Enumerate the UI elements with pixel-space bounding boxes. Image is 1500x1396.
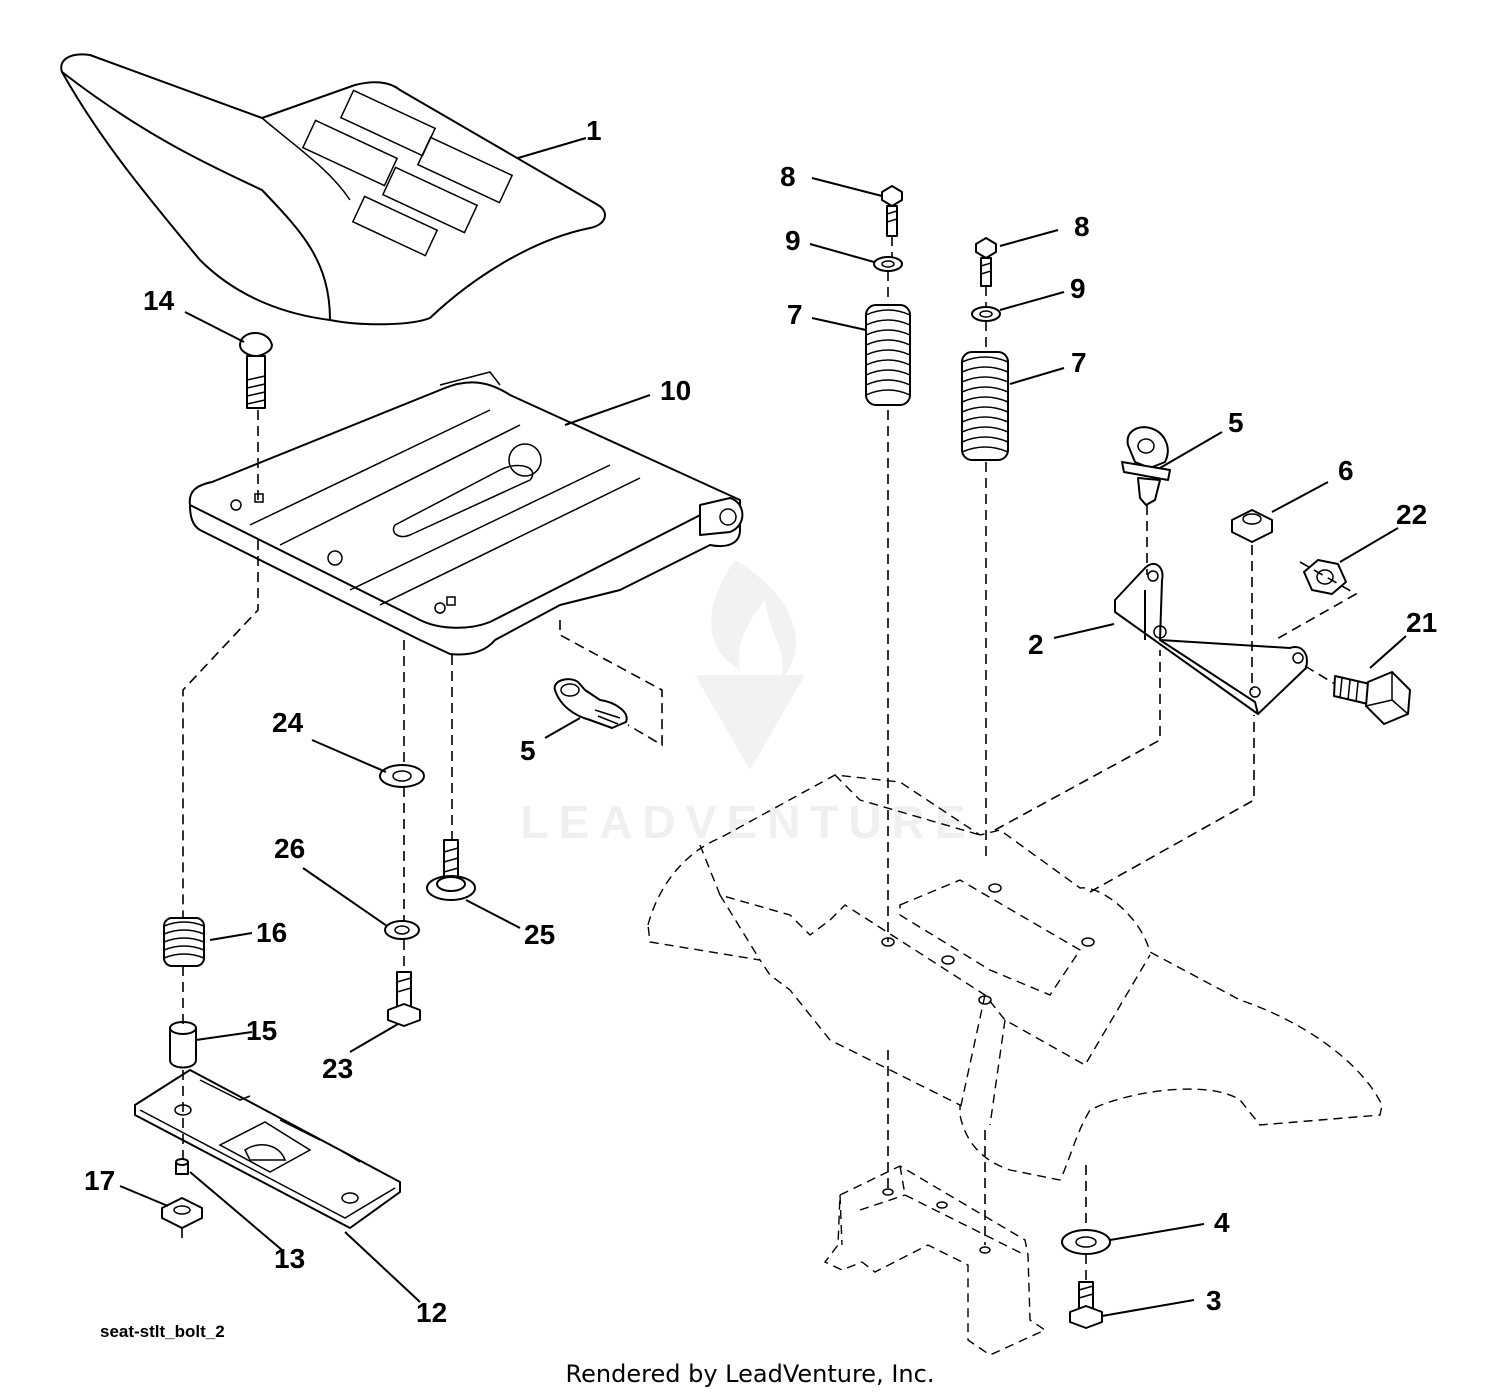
callout-26: 26 bbox=[274, 833, 305, 864]
bracket-part-2 bbox=[1114, 562, 1308, 715]
spring-part-16 bbox=[163, 917, 205, 967]
callout-24: 24 bbox=[272, 707, 304, 738]
watermark-logo: LEADVENTURE bbox=[520, 560, 975, 848]
callout-15: 15 bbox=[246, 1015, 277, 1046]
nut-part-22 bbox=[1303, 559, 1347, 595]
washer-part-9-right bbox=[971, 306, 1001, 322]
callout-2: 2 bbox=[1028, 629, 1044, 660]
nut-part-6 bbox=[1231, 509, 1273, 543]
bracket-plate-part-12 bbox=[134, 1069, 401, 1229]
bolt-part-23 bbox=[387, 971, 421, 1027]
callout-8-left: 8 bbox=[780, 161, 796, 192]
bolt-part-8-right bbox=[975, 237, 997, 287]
flange-nut-part-17 bbox=[161, 1197, 203, 1229]
bolt-part-8-left bbox=[881, 185, 903, 237]
callout-14: 14 bbox=[143, 285, 175, 316]
callout-9-right: 9 bbox=[1070, 273, 1086, 304]
stud-part-13 bbox=[175, 1158, 189, 1175]
screw-part-25 bbox=[426, 839, 476, 901]
callout-23: 23 bbox=[322, 1053, 353, 1084]
bolt-part-3 bbox=[1069, 1281, 1103, 1329]
callout-7-right: 7 bbox=[1071, 347, 1087, 378]
callout-21: 21 bbox=[1406, 607, 1437, 638]
seat-pan-part-10 bbox=[188, 371, 744, 656]
lock-washer-part-26 bbox=[384, 920, 420, 940]
clip-part-5-left bbox=[553, 678, 628, 729]
carriage-bolt-part-14 bbox=[239, 332, 273, 409]
washer-part-9-left bbox=[873, 256, 903, 272]
callout-3: 3 bbox=[1206, 1285, 1222, 1316]
callout-5-left: 5 bbox=[520, 735, 536, 766]
diagram-code: seat-stlt_bolt_2 bbox=[100, 1322, 225, 1341]
callout-labels: 1 14 10 24 26 25 16 15 23 17 13 12 5 8 9… bbox=[84, 115, 1437, 1328]
washer-part-4 bbox=[1061, 1229, 1111, 1255]
callout-10: 10 bbox=[660, 375, 691, 406]
callout-6: 6 bbox=[1338, 455, 1354, 486]
callout-13: 13 bbox=[274, 1243, 305, 1274]
spring-part-7-left bbox=[865, 304, 911, 406]
callout-9-left: 9 bbox=[785, 225, 801, 256]
footer-credit: Rendered by LeadVenture, Inc. bbox=[565, 1360, 935, 1388]
callout-22: 22 bbox=[1396, 499, 1427, 530]
watermark-text: LEADVENTURE bbox=[520, 796, 975, 848]
callout-1: 1 bbox=[586, 115, 602, 146]
callout-16: 16 bbox=[256, 917, 287, 948]
leader-lines bbox=[119, 137, 1407, 1317]
shoulder-bolt-part-21 bbox=[1333, 671, 1411, 725]
spring-part-7-right bbox=[961, 351, 1009, 461]
seat-part-1 bbox=[60, 53, 606, 326]
callout-4: 4 bbox=[1214, 1207, 1230, 1238]
callout-12: 12 bbox=[416, 1297, 447, 1328]
flat-washer-part-24 bbox=[379, 764, 425, 788]
callout-7-left: 7 bbox=[787, 299, 803, 330]
callout-17: 17 bbox=[84, 1165, 115, 1196]
spacer-part-15 bbox=[169, 1021, 197, 1069]
clip-part-5-right bbox=[1121, 426, 1171, 506]
frame-bracket-reference-ghost bbox=[823, 1165, 1047, 1356]
callout-5-right: 5 bbox=[1228, 407, 1244, 438]
fender-reference-ghost bbox=[647, 774, 1383, 1181]
callout-8-right: 8 bbox=[1074, 211, 1090, 242]
assembly-lines bbox=[181, 236, 1358, 1282]
callout-25: 25 bbox=[524, 919, 555, 950]
